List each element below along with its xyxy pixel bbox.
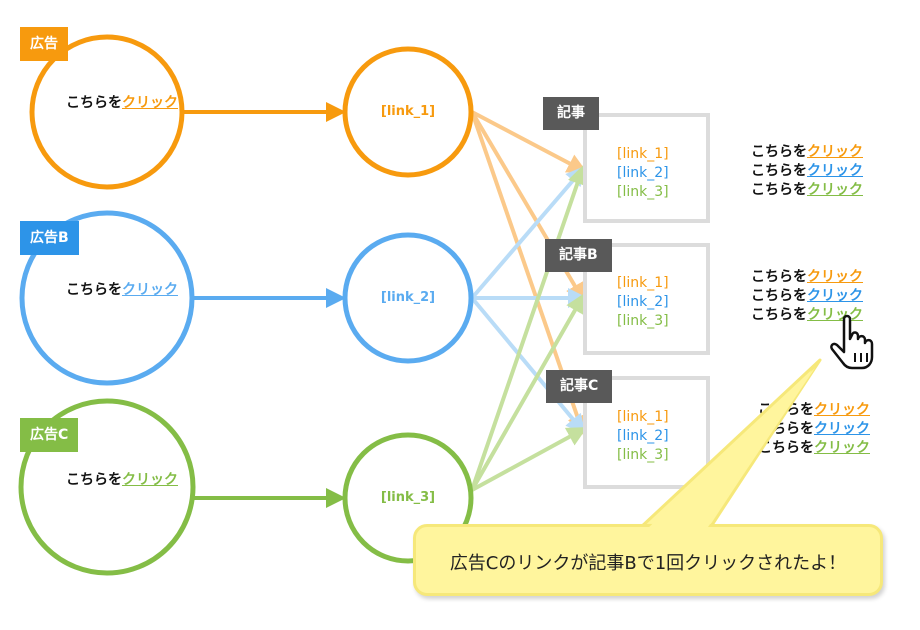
ad-link-text[interactable]: クリック [122,95,178,111]
article-tag-b: 記事B [545,239,612,272]
article-link-3[interactable]: [link_3] [617,447,669,463]
click-link[interactable]: クリック [814,402,870,418]
ad-text-c: こちらをクリック [62,472,182,488]
link-circle-2 [342,232,474,364]
click-row: こちらをクリック [751,269,863,285]
article-box-b: [link_1] [link_2] [link_3] [583,243,710,355]
ad-tag-b: 広告B [20,221,79,255]
click-row: こちらをクリック [751,182,863,198]
click-link[interactable]: クリック [807,269,863,285]
click-link[interactable]: クリック [807,163,863,179]
callout-text: 広告Cのリンクが記事Bで1回クリックされたよ！ [449,553,847,574]
click-row: こちらをクリック [751,163,863,179]
ad-tag-a: 広告 [20,27,68,61]
ad-text-prefix: こちらを [66,472,122,488]
article-links: [link_1] [link_2] [link_3] [617,408,669,465]
ad-circle-a [29,34,185,190]
link-circle-1 [342,46,474,178]
article-tag-a: 記事 [543,97,599,130]
ad-link-text[interactable]: クリック [122,282,178,298]
ad-text-prefix: こちらを [66,95,122,111]
article-link-2[interactable]: [link_2] [617,165,669,181]
fan-lines-link-3 [470,164,588,492]
click-link[interactable]: クリック [814,421,870,437]
article-links: [link_1] [link_2] [link_3] [617,274,669,331]
ad-text-b: こちらをクリック [62,282,182,298]
link-label-2: [link_2] [380,290,436,305]
article-link-3[interactable]: [link_3] [617,184,669,200]
click-group-a: こちらをクリック こちらをクリック こちらをクリック [751,143,863,200]
article-link-3[interactable]: [link_3] [617,313,669,329]
fan-lines-link-2 [470,165,588,435]
ad-link-text[interactable]: クリック [122,472,178,488]
article-links: [link_1] [link_2] [link_3] [617,145,669,202]
article-link-2[interactable]: [link_2] [617,294,669,310]
click-row: こちらをクリック [751,288,863,304]
hand-pointer-icon [830,314,874,370]
article-link-2[interactable]: [link_2] [617,428,669,444]
ad-circle-b [19,210,195,386]
click-link[interactable]: クリック [807,182,863,198]
article-tag-c: 記事C [546,370,613,403]
link-label-3: [link_3] [380,490,436,505]
click-link[interactable]: クリック [807,144,863,160]
click-row: こちらをクリック [751,144,863,160]
article-link-1[interactable]: [link_1] [617,275,669,291]
ad-text-a: こちらをクリック [62,95,182,111]
article-link-1[interactable]: [link_1] [617,409,669,425]
click-row: こちらをクリック [758,440,870,456]
article-box-a: [link_1] [link_2] [link_3] [583,113,710,223]
article-link-1[interactable]: [link_1] [617,146,669,162]
ad-circle-c [18,398,196,576]
callout-bubble: 広告Cのリンクが記事Bで1回クリックされたよ！ [413,524,883,596]
ad-tag-c: 広告C [20,418,79,452]
click-link[interactable]: クリック [814,440,870,456]
link-label-1: [link_1] [380,104,436,119]
ad-text-prefix: こちらを [66,282,122,298]
click-link[interactable]: クリック [807,288,863,304]
